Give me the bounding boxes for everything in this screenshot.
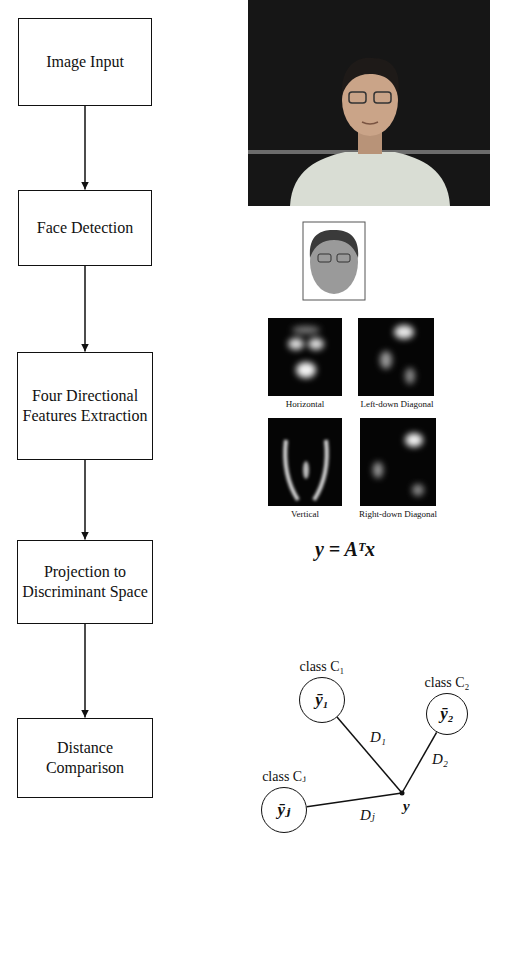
class-circle: class Cⱼȳⱼ xyxy=(261,787,307,833)
process-box: Projection to Discriminant Space xyxy=(17,540,153,624)
distance-label: D₁ xyxy=(370,728,386,746)
photo-glasses xyxy=(349,92,366,103)
class-name: class Cⱼ xyxy=(262,769,306,785)
input-photo xyxy=(248,0,490,206)
crop-frame xyxy=(303,222,365,300)
distance-label: D₂ xyxy=(432,750,448,768)
process-box: Distance Comparison xyxy=(17,718,153,798)
distance-line xyxy=(337,717,402,793)
feature-map xyxy=(358,318,434,396)
box-label: Distance Comparison xyxy=(22,738,148,778)
feature-background xyxy=(268,418,342,506)
photo-hair xyxy=(342,58,399,96)
class-circle: class C₂ȳ₂ xyxy=(426,693,468,735)
class-mean: ȳⱼ xyxy=(278,801,291,819)
photo-background xyxy=(248,0,490,206)
feature-caption: Right-down Diagonal xyxy=(359,509,437,520)
feature-caption: Horizontal xyxy=(286,399,325,410)
distance-line xyxy=(307,793,402,807)
feature-map xyxy=(268,318,342,396)
crop-glasses xyxy=(318,254,331,262)
crop-face xyxy=(310,230,358,294)
flow-arrow xyxy=(84,624,86,718)
class-mean: ȳ₂ xyxy=(440,705,453,723)
feature-map xyxy=(360,418,436,506)
feature-caption: Left-down Diagonal xyxy=(360,399,433,410)
projection-formula: y = Aᵀx xyxy=(315,537,375,561)
process-box: Four Directional Features Extraction xyxy=(17,352,153,460)
class-name: class C₂ xyxy=(425,675,470,691)
class-mean: ȳ₁ xyxy=(315,691,328,709)
box-label: Image Input xyxy=(46,52,124,72)
feature-background xyxy=(358,318,434,396)
process-box: Image Input xyxy=(18,18,152,106)
feature-caption: Vertical xyxy=(291,509,319,520)
box-label: Four Directional Features Extraction xyxy=(22,386,148,426)
face-crop xyxy=(303,222,365,300)
crop-glasses xyxy=(337,254,350,262)
class-name: class C₁ xyxy=(300,659,345,675)
class-circle: class C₁ȳ₁ xyxy=(299,677,345,723)
query-point xyxy=(400,791,405,796)
crop-hair xyxy=(310,230,358,258)
distance-line xyxy=(402,732,437,793)
photo-shirt xyxy=(290,152,450,206)
photo-glasses xyxy=(374,92,391,103)
feature-map xyxy=(268,418,342,506)
distance-label: Dⱼ xyxy=(360,806,375,824)
feature-background xyxy=(268,318,342,396)
box-label: Face Detection xyxy=(37,218,133,238)
flow-arrow xyxy=(84,266,86,352)
flow-arrow xyxy=(84,106,86,190)
flow-arrow xyxy=(84,460,86,540)
query-label: y xyxy=(403,797,410,815)
feature-background xyxy=(360,418,436,506)
process-box: Face Detection xyxy=(18,190,152,266)
photo-mouth xyxy=(362,122,378,124)
box-label: Projection to Discriminant Space xyxy=(22,562,148,602)
